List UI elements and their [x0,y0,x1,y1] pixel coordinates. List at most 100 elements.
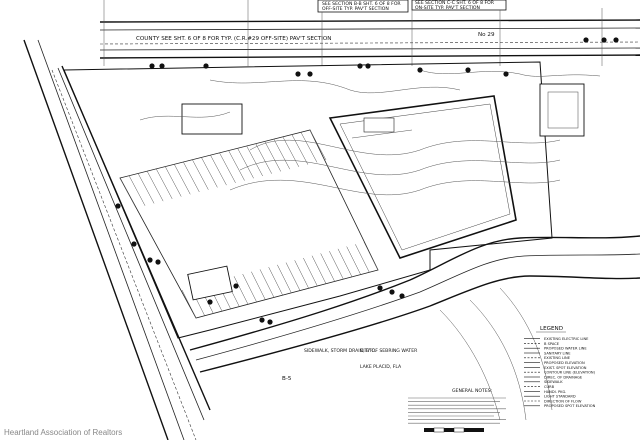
parking-stripe [303,257,318,287]
tree-icon [149,63,155,69]
parking-stripe [363,241,379,271]
tree-icon [465,67,471,73]
parking-stripe [181,289,197,319]
plan-notes: CITY OF SEBRING WATER LAKE PLACID, FLA B… [282,348,506,424]
parking-stripe [277,264,292,293]
parking-stripe [320,253,335,282]
legend-item: CONTOUR LINE (ELEVATION) [544,371,596,375]
road-number: No 29 [478,32,495,38]
legend-item: HANDI. PKG. [544,390,566,394]
parking-stripe [228,150,245,181]
legend-item: EXISTING ELECTRIC LINE [544,337,589,341]
parking-stripe [137,173,155,204]
parking-stripe [165,166,182,197]
parking-stripe [246,145,263,177]
tree-icon [267,319,273,325]
legend-item: DIREC. OF DRAINAGE [544,375,583,379]
tree-icon [259,317,265,323]
parking-stripe [251,271,266,300]
tree-icon [377,285,383,291]
parking-stripe [242,273,257,303]
parking-stripe [259,269,275,298]
section-b-label: SEE SECTION B-B SHT. 6 OF 8 FOR [322,1,401,7]
parking-stripe [219,152,236,183]
tree-icon [159,63,165,69]
county-road [99,0,640,66]
scale-bar [424,427,484,433]
county-road-label: COUNTY SEE SHT. 6 OF 8 FOR TYP. (C.R.#29… [136,36,331,42]
tree-icon [613,37,619,43]
parking-stripe [146,171,164,202]
parking-stripe [119,177,137,209]
parking-stripe [355,244,370,273]
tree-icon [601,37,607,43]
parking-stripe [264,141,281,172]
parking-stripe [210,155,227,186]
section-c-label: SEE SECTION C-C SHT. 6 OF 8 FOR [415,0,495,6]
parking-stripe [329,251,344,280]
tree-icon [147,257,153,263]
tree-icon [389,289,395,295]
access-drive [189,235,640,421]
parking-stripe [237,148,254,179]
tree-icon [307,71,313,77]
tree-icon [365,63,371,69]
legend-title: LEGEND [540,326,563,332]
watermark: Heartland Association of Realtors [4,428,123,437]
bottom-note: SIDEWALK, STORM DRAIN, ETC. [304,348,376,354]
tree-icon [203,63,209,69]
tree-icon [417,67,423,73]
general-notes-title: GENERAL NOTES: [452,388,493,394]
tree-icon [295,71,301,77]
plan-label: B-5 [282,376,292,382]
legend-item: LIGHT STANDARD [544,395,576,399]
legend-item: EXIST. SPOT ELEVATION [544,366,587,370]
legend-item: PROPOSED ELEVATION [544,361,585,365]
parking-stripe [174,164,191,195]
parking-stripe [311,255,327,284]
parking-stripe [282,136,300,167]
parking-stripe [128,175,146,206]
parking-stripe [285,262,301,291]
parking-stripe [294,260,309,289]
parking-stripe [183,161,200,193]
tree-icon [207,299,213,305]
parking-stripe [233,276,249,305]
tree-icon [503,71,509,77]
legend-item: SANITARY LINE [544,351,571,355]
lake-note: LAKE PLACID, FLA [360,364,402,370]
parking-stripe [192,159,209,190]
parking-stripe [268,267,283,296]
tree-icon [131,241,137,247]
parking-stripe [346,246,361,275]
tree-icon [233,283,239,289]
building-footprint [328,95,517,259]
legend-item: SIDEWALK [544,380,563,384]
tree-icon [115,203,121,209]
legend-item: CURB [544,385,555,389]
section-c-label-2: ON-SITE TYP. PAV'T SECTION [415,5,480,11]
legend-item: B SPACE [544,342,560,346]
parking-stripe [255,143,272,174]
parking-stripe [300,132,318,163]
parking-stripe [309,129,327,161]
tree-symbols [115,37,619,325]
legend-item: DIRECTION OF FLOW [544,399,582,403]
tree-icon [357,63,363,69]
small-structures [181,83,585,301]
tree-icon [155,259,161,265]
tree-icon [399,293,405,299]
tree-icon [583,37,589,43]
legend-item: EXISTING LINE [544,356,571,360]
parking-stripe [273,139,291,170]
parking-stripe [291,134,309,165]
section-b-label-2: OFF-SITE TYP. PAV'T SECTION [322,6,389,12]
legend-item: PROPOSED SPOT ELEVATION [544,404,596,408]
legend-item: PROPOSED WATER LINE [544,347,587,351]
parking-stripe [337,248,353,277]
parking-stripe [201,157,218,188]
section-callouts: SEE SECTION B-B SHT. 6 OF 8 FOR OFF-SITE… [136,0,507,42]
parking-stripe [155,168,173,199]
